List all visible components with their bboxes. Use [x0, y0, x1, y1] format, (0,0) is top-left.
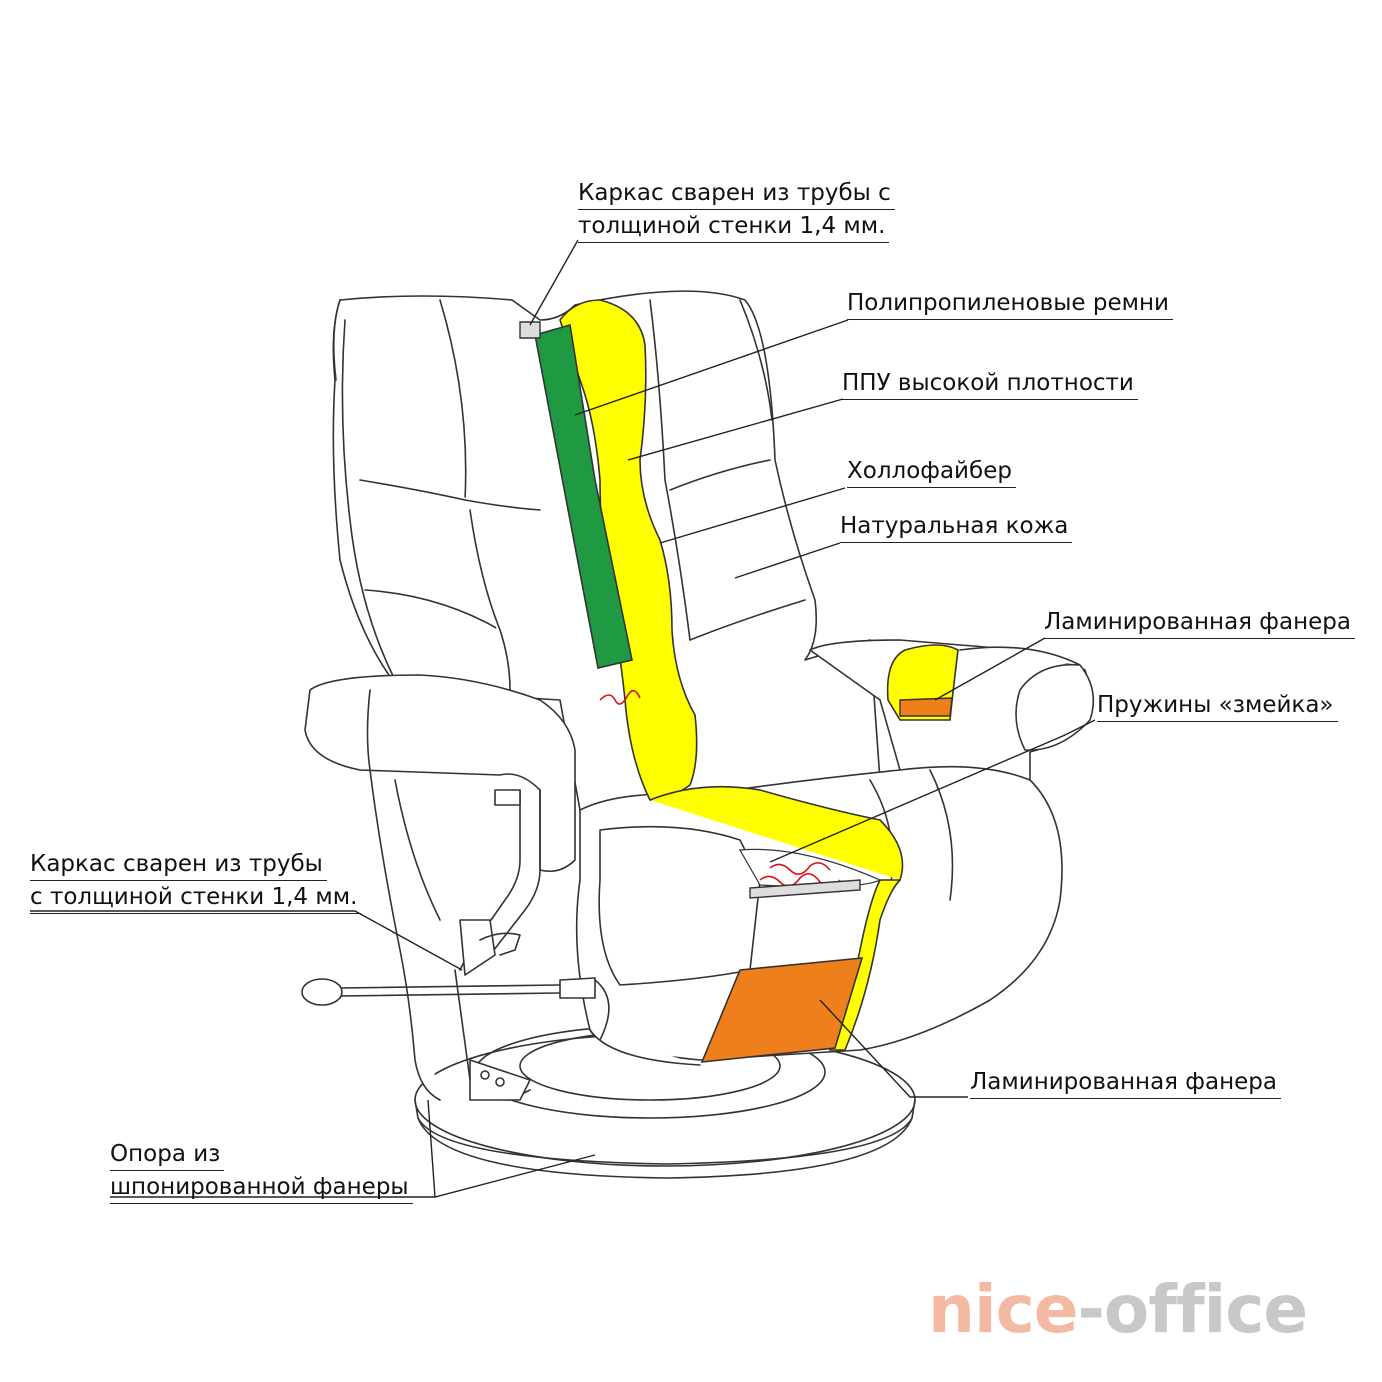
- label-frame-top: Каркас сварен из трубы с толщиной стенки…: [578, 177, 895, 243]
- label-springs-text: Пружины «змейка»: [1097, 689, 1338, 722]
- label-belts-text: Полипропиленовые ремни: [847, 287, 1173, 320]
- label-leather: Натуральная кожа: [840, 510, 1073, 543]
- plywood-seat-layer: [700, 957, 864, 1063]
- label-belts: Полипропиленовые ремни: [847, 287, 1173, 320]
- label-plywood-arm: Ламинированная фанера: [1044, 606, 1355, 639]
- label-frame-top-line1: Каркас сварен из трубы с: [578, 177, 895, 210]
- seat-cushion: [575, 765, 1063, 1066]
- label-foam-text: ППУ высокой плотности: [842, 367, 1138, 400]
- label-frame-bottom-line1: Каркас сварен из трубы: [30, 848, 327, 881]
- label-hollofiber-text: Холлофайбер: [847, 455, 1016, 488]
- label-frame-top-line2: толщиной стенки 1,4 мм.: [578, 210, 890, 243]
- label-springs: Пружины «змейка»: [1097, 689, 1338, 722]
- nice-office-logo: nice-office: [928, 1270, 1309, 1350]
- label-plywood-arm-text: Ламинированная фанера: [1044, 606, 1355, 639]
- label-base-line2: шпонированной фанеры: [110, 1171, 413, 1204]
- label-frame-bottom-line2: с толщиной стенки 1,4 мм.: [30, 881, 362, 914]
- logo-part-office: -office: [1077, 1271, 1309, 1348]
- foam-back-layer: [559, 299, 698, 801]
- label-frame-bottom: Каркас сварен из трубы с толщиной стенки…: [30, 848, 362, 914]
- label-hollofiber: Холлофайбер: [847, 455, 1016, 488]
- metal-frame: [301, 789, 610, 1101]
- plywood-arm-layer: [886, 644, 959, 721]
- label-base-line1: Опора из: [110, 1138, 225, 1171]
- label-foam: ППУ высокой плотности: [842, 367, 1138, 400]
- logo-part-nice: nice: [928, 1271, 1078, 1348]
- seat-rail: [519, 321, 861, 899]
- leader-lines: [30, 239, 1096, 1198]
- label-leather-text: Натуральная кожа: [840, 510, 1073, 543]
- belts-layer: [534, 323, 633, 669]
- label-plywood-seat-text: Ламинированная фанера: [970, 1066, 1281, 1099]
- label-plywood-seat: Ламинированная фанера: [970, 1066, 1281, 1099]
- left-armrest: [304, 674, 576, 1101]
- label-base: Опора из шпонированной фанеры: [110, 1138, 413, 1204]
